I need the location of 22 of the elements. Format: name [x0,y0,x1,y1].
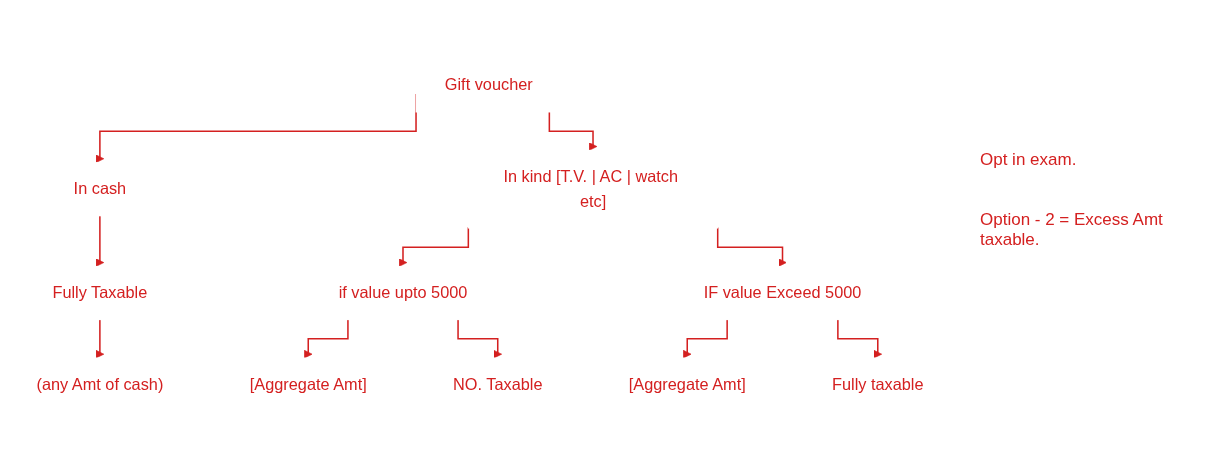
node-text: (any Amt of cash) [36,375,164,394]
node-text: NO. Taxable [453,375,543,394]
note-text: Opt in exam. [980,150,1077,170]
arrow [95,215,105,267]
node-text: IF value Exceed 5000 [703,283,862,302]
arrow [398,226,470,267]
node-text: Gift voucher [444,76,533,95]
node-text: if value upto 5000 [338,283,468,302]
arrow [683,318,728,359]
node-text: [Aggregate Amt] [628,375,746,394]
arrow [837,318,882,359]
arrow [548,111,598,151]
note-text: Option - 2 = Excess Amt taxable. [980,210,1164,250]
arrow [716,226,787,267]
arrow [304,318,349,359]
node-text: Fully taxable [832,375,924,394]
node-text: Fully Taxable [52,283,148,302]
node-text: [Aggregate Amt] [249,375,367,394]
node-text: In kind [T.V. | AC | watch etc] [503,167,679,211]
arrow [457,318,502,359]
node-text: In cash [73,179,127,199]
arrow [95,318,105,359]
